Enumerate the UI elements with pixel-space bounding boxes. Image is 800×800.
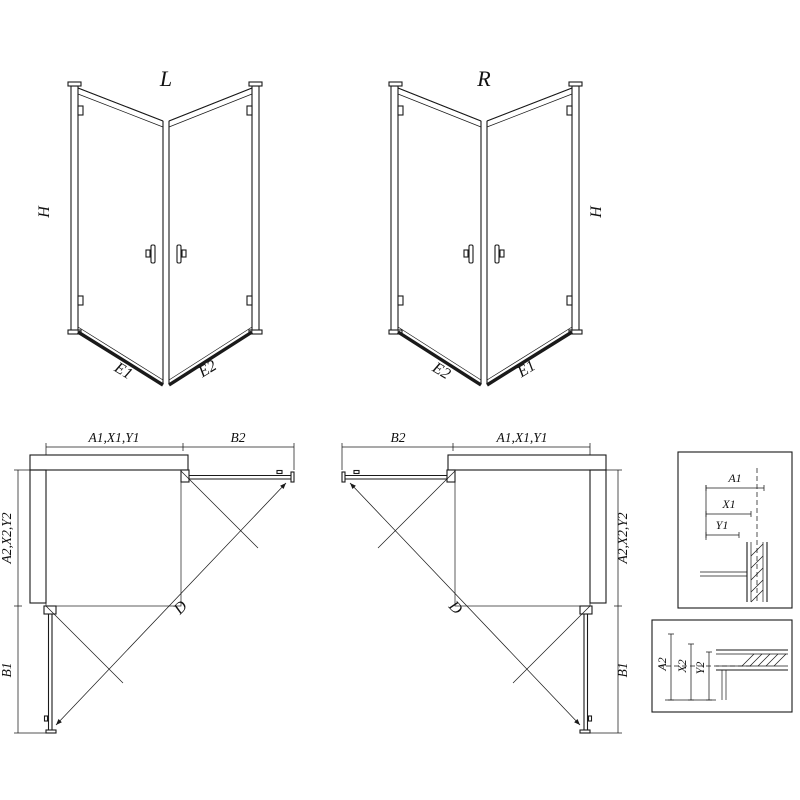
iso-left-view: L H E1 E2 bbox=[36, 66, 263, 387]
door-width-dimension-label: B2 bbox=[391, 430, 406, 445]
door-handle-knob bbox=[463, 249, 469, 258]
depth-dimension-label: A2,X2,Y2 bbox=[0, 512, 14, 564]
door-handle-mark bbox=[353, 469, 360, 475]
wall-profile-section bbox=[700, 542, 768, 603]
variant-label-left: L bbox=[159, 66, 172, 91]
wall-profile-section bbox=[716, 649, 788, 700]
profile-cap bbox=[67, 81, 82, 87]
variant-label-right: R bbox=[476, 66, 491, 91]
door-width-dimension-label: B2 bbox=[231, 430, 246, 445]
door-handle-knob bbox=[145, 249, 151, 258]
hinge bbox=[77, 105, 84, 116]
door-handle bbox=[468, 244, 474, 264]
door-end-cap bbox=[341, 471, 346, 483]
door-end-cap bbox=[579, 729, 591, 734]
hinge bbox=[246, 105, 253, 116]
hinge bbox=[566, 105, 573, 116]
door-handle-mark bbox=[43, 715, 49, 722]
door-handle-knob bbox=[499, 249, 505, 258]
hinge bbox=[246, 295, 253, 306]
profile-cap bbox=[388, 329, 403, 335]
a1-label: A1 bbox=[727, 471, 741, 485]
detail-box bbox=[651, 619, 793, 713]
diagonal-dimension-line bbox=[55, 482, 287, 726]
hinge bbox=[397, 295, 404, 306]
profile-cap bbox=[568, 81, 583, 87]
profile-cap bbox=[248, 81, 263, 87]
y2-label: Y2 bbox=[693, 662, 707, 675]
detail-depth-profile-view: A2 X2 Y2 bbox=[651, 619, 793, 713]
width-dimension-label: A1,X1,Y1 bbox=[495, 430, 547, 445]
door-end-cap bbox=[45, 729, 57, 734]
door-handle-knob bbox=[181, 249, 187, 258]
hinge bbox=[397, 105, 404, 116]
detail-width-profile-view: A1 X1 Y1 bbox=[677, 451, 793, 609]
wall-profile-right bbox=[251, 85, 260, 333]
a2-label: A2 bbox=[655, 657, 669, 671]
detail-box bbox=[677, 451, 793, 609]
x2-label: X2 bbox=[675, 659, 689, 673]
plan-right-view: D A1,X1,Y1 B2 A2,X2,Y2 B1 bbox=[341, 430, 630, 734]
door-end-cap bbox=[290, 471, 295, 483]
door-handle bbox=[150, 244, 156, 264]
y1-label: Y1 bbox=[716, 518, 729, 532]
diagonal-dimension-line bbox=[349, 482, 581, 726]
door-handle-mark bbox=[276, 469, 283, 475]
profile-cap bbox=[388, 81, 403, 87]
wall-profile-left bbox=[70, 85, 79, 333]
width-dimension-label: A1,X1,Y1 bbox=[87, 430, 139, 445]
door-depth-dimension-label: B1 bbox=[0, 663, 14, 678]
door-handle bbox=[494, 244, 500, 264]
hinge bbox=[566, 295, 573, 306]
x1-label: X1 bbox=[721, 497, 735, 511]
height-label: H bbox=[36, 205, 53, 219]
hinge bbox=[77, 295, 84, 306]
wall-profile-left bbox=[390, 85, 399, 333]
depth-dimension-label: A2,X2,Y2 bbox=[615, 512, 630, 564]
height-label: H bbox=[588, 205, 605, 219]
door-depth-dimension-label: B1 bbox=[615, 663, 630, 678]
door-handle bbox=[176, 244, 182, 264]
door-handle-mark bbox=[587, 715, 593, 722]
wall-profile-right bbox=[571, 85, 580, 333]
